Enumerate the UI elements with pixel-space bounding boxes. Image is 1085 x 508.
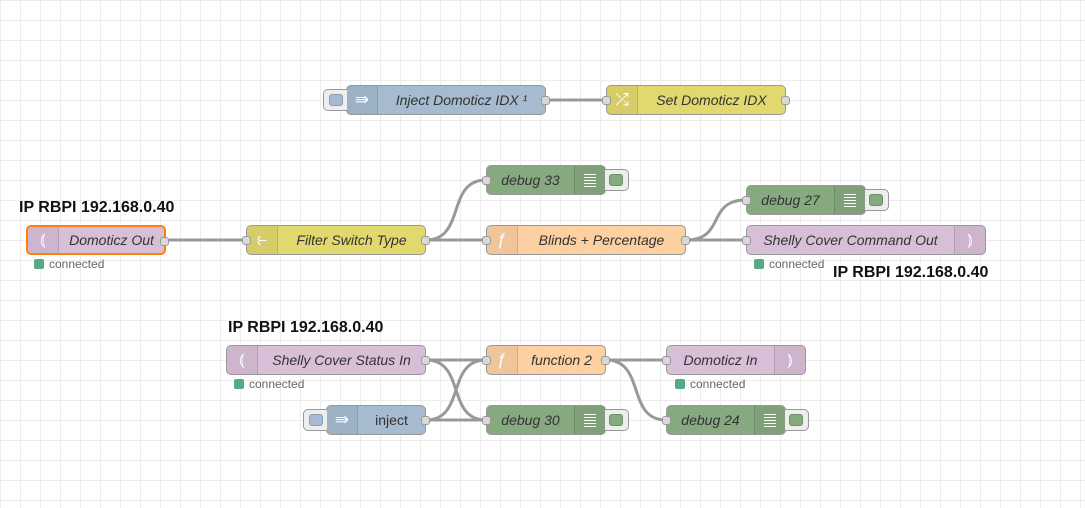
input-port[interactable]: [482, 236, 491, 245]
output-port[interactable]: [781, 96, 790, 105]
input-port[interactable]: [742, 196, 751, 205]
blinds-percentage-node[interactable]: ƒ Blinds + Percentage: [482, 225, 690, 255]
node-label: debug 27: [761, 192, 820, 208]
output-port[interactable]: [541, 96, 550, 105]
status-badge: connected: [675, 377, 745, 391]
node-label: Domoticz Out: [69, 232, 154, 248]
debug-toggle-button[interactable]: [865, 189, 889, 211]
debug-list-icon: [834, 186, 865, 214]
domoticz-in-node[interactable]: Domoticz In ⦆: [662, 345, 806, 375]
debug-24-node[interactable]: debug 24: [662, 405, 809, 435]
comment-ip-left: IP RBPI 192.168.0.40: [19, 199, 175, 216]
mqtt-wave-icon: ⦅: [28, 227, 59, 253]
domoticz-out-node[interactable]: ⦅ Domoticz Out: [26, 225, 169, 255]
output-port[interactable]: [421, 416, 430, 425]
wire-blinds-to-debug27[interactable]: [685, 198, 747, 242]
shelly-cover-status-in-node[interactable]: ⦅ Shelly Cover Status In: [226, 345, 430, 375]
function-icon: ƒ: [487, 226, 518, 254]
status-badge: connected: [34, 257, 104, 271]
debug-toggle-button[interactable]: [605, 169, 629, 191]
mqtt-wave-icon: ⦆: [954, 226, 985, 254]
node-label: debug 24: [681, 412, 740, 428]
debug-33-node[interactable]: debug 33: [482, 165, 629, 195]
inject-trigger-button[interactable]: [323, 89, 347, 111]
node-label: debug 30: [501, 412, 560, 428]
mqtt-wave-icon: ⦅: [227, 346, 258, 374]
wire-filter-to-debug33[interactable]: [425, 178, 487, 242]
inject-domoticz-idx-node[interactable]: ⇛ Inject Domoticz IDX ¹: [323, 85, 550, 115]
node-label: Inject Domoticz IDX ¹: [395, 92, 528, 108]
inject-trigger-button[interactable]: [303, 409, 327, 431]
shelly-cover-command-out-node[interactable]: Shelly Cover Command Out ⦆: [742, 225, 986, 255]
output-port[interactable]: [421, 356, 430, 365]
arrow-in-icon: ⇛: [327, 406, 358, 434]
switch-icon: ⥼: [247, 226, 278, 254]
status-text: connected: [690, 377, 746, 391]
arrow-in-icon: ⇛: [347, 86, 378, 114]
input-port[interactable]: [662, 356, 671, 365]
node-label: Filter Switch Type: [296, 232, 407, 248]
status-dot: [234, 379, 244, 389]
output-port[interactable]: [421, 236, 430, 245]
input-port[interactable]: [482, 416, 491, 425]
shuffle-icon: ⤮: [607, 86, 638, 114]
input-port[interactable]: [482, 176, 491, 185]
input-port[interactable]: [482, 356, 491, 365]
wire-inject-to-function2[interactable]: [425, 358, 487, 422]
debug-toggle-button[interactable]: [785, 409, 809, 431]
debug-list-icon: [754, 406, 785, 434]
function-icon: ƒ: [487, 346, 518, 374]
status-text: connected: [249, 377, 305, 391]
output-port[interactable]: [601, 356, 610, 365]
debug-list-icon: [574, 166, 605, 194]
status-badge: connected: [754, 257, 824, 271]
node-label: Blinds + Percentage: [538, 232, 665, 248]
status-dot: [754, 259, 764, 269]
debug-30-node[interactable]: debug 30: [482, 405, 629, 435]
status-dot: [34, 259, 44, 269]
status-text: connected: [769, 257, 825, 271]
node-label: debug 33: [501, 172, 560, 188]
comment-ip-flow3: IP RBPI 192.168.0.40: [228, 319, 384, 336]
comment-ip-right: IP RBPI 192.168.0.40: [833, 264, 989, 281]
node-label: Shelly Cover Status In: [272, 352, 411, 368]
set-domoticz-idx-node[interactable]: ⤮ Set Domoticz IDX: [602, 85, 790, 115]
mqtt-wave-icon: ⦆: [774, 346, 805, 374]
debug-27-node[interactable]: debug 27: [742, 185, 889, 215]
input-port[interactable]: [742, 236, 751, 245]
filter-switch-type-node[interactable]: ⥼ Filter Switch Type: [242, 225, 430, 255]
node-label: function 2: [531, 352, 592, 368]
output-port[interactable]: [160, 237, 169, 246]
input-port[interactable]: [662, 416, 671, 425]
node-label: inject: [375, 412, 408, 428]
status-dot: [675, 379, 685, 389]
function-2-node[interactable]: ƒ function 2: [482, 345, 610, 375]
input-port[interactable]: [242, 236, 251, 245]
debug-toggle-button[interactable]: [605, 409, 629, 431]
status-badge: connected: [234, 377, 304, 391]
inject-node[interactable]: ⇛ inject: [303, 405, 430, 435]
output-port[interactable]: [681, 236, 690, 245]
wire-function2-to-debug24[interactable]: [605, 358, 667, 422]
input-port[interactable]: [602, 96, 611, 105]
debug-list-icon: [574, 406, 605, 434]
status-text: connected: [49, 257, 105, 271]
node-label: Set Domoticz IDX: [656, 92, 767, 108]
node-label: Domoticz In: [683, 352, 758, 368]
node-label: Shelly Cover Command Out: [763, 232, 938, 248]
